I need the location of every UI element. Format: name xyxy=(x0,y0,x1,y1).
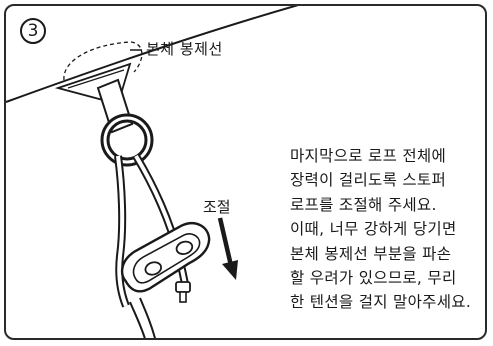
instruction-line: 할 우려가 있으므로, 무리 xyxy=(290,269,457,288)
stitch-outline xyxy=(63,41,143,81)
rope-tail xyxy=(129,301,146,338)
instruction-line: 이때, 너무 강하게 당기면 xyxy=(290,220,457,239)
instruction-line: 본체 봉제선 부분을 파손 xyxy=(290,244,452,263)
rope-stopper-illustration xyxy=(6,6,299,338)
illustration-frame: 3 본체 봉제선 조절 마지막으로 로프 전체에 장력이 걸리도록 스토퍼 로프… xyxy=(4,4,487,340)
adjust-label: 조절 xyxy=(203,198,231,216)
adjust-arrow xyxy=(217,217,238,280)
instruction-line: 장력이 걸리도록 스토퍼 xyxy=(290,171,447,190)
instruction-line: 한 텐션을 걸지 말아주세요. xyxy=(290,293,472,312)
instruction-line: 로프를 조절해 주세요. xyxy=(290,195,437,214)
tent-body-edge xyxy=(6,6,299,103)
instruction-text: 마지막으로 로프 전체에 장력이 걸리도록 스토퍼 로프를 조절해 주세요. 이… xyxy=(290,144,471,315)
webbing-triangle xyxy=(54,62,132,106)
instruction-line: 마지막으로 로프 전체에 xyxy=(290,147,447,165)
step-number-badge: 3 xyxy=(20,18,46,44)
stitch-label: 본체 봉제선 xyxy=(146,40,223,58)
rope-stopper xyxy=(120,222,211,293)
stopper-knob xyxy=(175,281,191,293)
